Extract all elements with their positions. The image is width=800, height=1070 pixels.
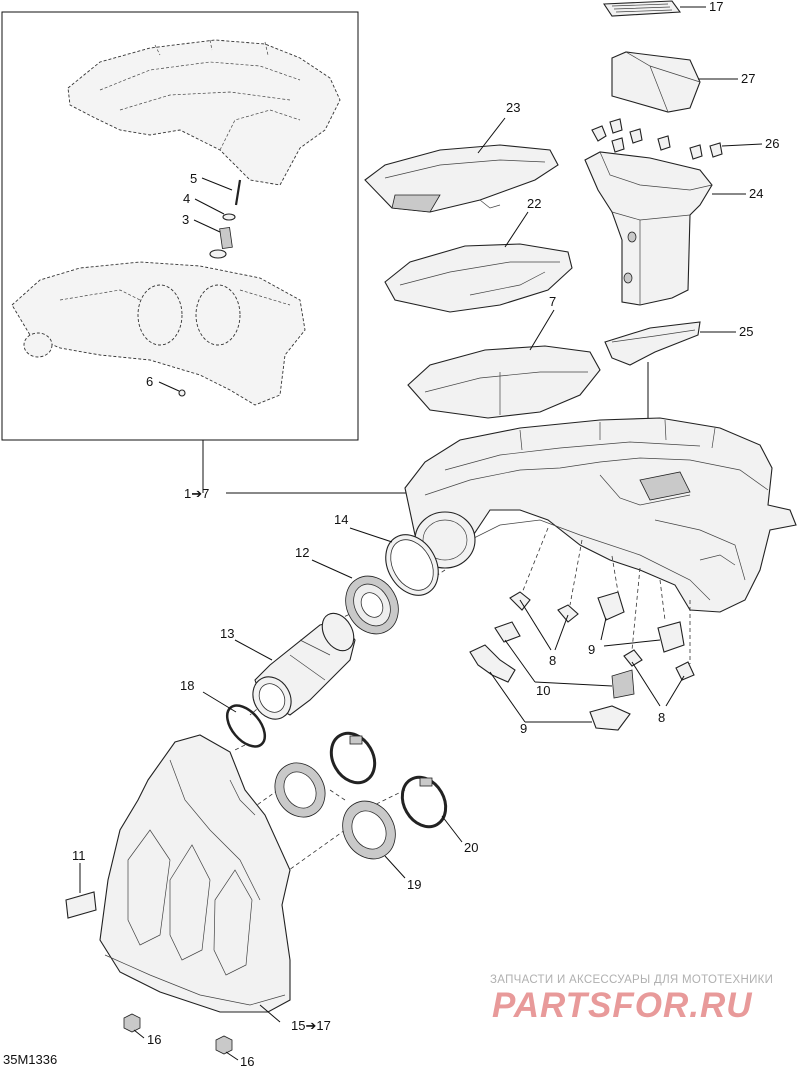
intake-duct-24 xyxy=(584,151,713,306)
clip-8-c xyxy=(623,649,643,667)
clamp-10-left xyxy=(494,621,521,643)
callout-23: 23 xyxy=(506,100,520,115)
callout-9-b: 9 xyxy=(520,721,527,736)
callout-18: 18 xyxy=(180,678,194,693)
filter-element-22 xyxy=(384,243,573,313)
detail-inset-frame xyxy=(1,11,359,441)
nut-16-b xyxy=(215,1035,233,1055)
callout-16-b: 16 xyxy=(240,1054,254,1069)
callout-20: 20 xyxy=(464,840,478,855)
spacer-3 xyxy=(219,226,233,250)
callout-16-a: 16 xyxy=(147,1032,161,1047)
guide-plate-25 xyxy=(604,321,701,366)
clip-8-a xyxy=(509,591,531,611)
throttle-adapter-12 xyxy=(345,575,399,635)
callout-1-7: 1➔7 xyxy=(184,486,209,501)
callout-9-a: 9 xyxy=(588,642,595,657)
nut-16-a xyxy=(123,1013,141,1033)
callout-12: 12 xyxy=(295,545,309,560)
retainer-clips xyxy=(469,591,695,731)
washer-4 xyxy=(222,213,236,221)
callout-17-top: 17 xyxy=(709,0,723,14)
filter-frame-23 xyxy=(364,144,559,213)
lower-airbox-housing xyxy=(99,734,291,1013)
clamp-ring-14 xyxy=(385,534,439,596)
callout-15-17: 15➔17 xyxy=(291,1018,331,1033)
hose-clamp-20 xyxy=(400,775,448,829)
callout-8-b: 8 xyxy=(658,710,665,725)
callout-7: 7 xyxy=(549,294,556,309)
callout-27: 27 xyxy=(741,71,755,86)
callout-22: 22 xyxy=(527,196,541,211)
intake-boot-13 xyxy=(252,612,356,720)
bolt-5 xyxy=(234,179,242,206)
retainer-9-a xyxy=(597,591,625,621)
coupler-19 xyxy=(342,800,396,860)
watermark-tagline: ЗАПЧАСТИ И АКСЕССУАРЫ ДЛЯ МОТОТЕХНИКИ xyxy=(490,974,774,986)
push-clips-26 xyxy=(591,118,723,160)
callout-5: 5 xyxy=(190,171,197,186)
callout-26: 26 xyxy=(765,136,779,151)
cover-cap-27 xyxy=(611,51,701,113)
callout-14: 14 xyxy=(334,512,348,527)
callout-6: 6 xyxy=(146,374,153,389)
bracket-9 xyxy=(589,705,631,731)
o-ring-18 xyxy=(225,704,267,748)
callout-19: 19 xyxy=(407,877,421,892)
watermark-logo: PARTSFOR.RU xyxy=(492,986,753,1025)
drawing-code: 35M1336 xyxy=(3,1052,58,1067)
inset-bolt-stack xyxy=(178,179,242,397)
inset-lower-housing xyxy=(11,261,306,406)
strap-9 xyxy=(469,644,516,683)
coupler-left xyxy=(274,762,326,818)
callout-25: 25 xyxy=(739,324,753,339)
bracket-10 xyxy=(611,669,635,699)
callout-8-a: 8 xyxy=(549,653,556,668)
callout-3: 3 xyxy=(182,212,189,227)
nut-6 xyxy=(178,389,186,397)
retainer-9-b xyxy=(657,621,685,653)
callout-4: 4 xyxy=(183,191,190,206)
label-decal-11 xyxy=(65,891,97,919)
airbox-cover-7 xyxy=(407,345,601,419)
clip-8-d xyxy=(675,661,695,681)
washer-3-base xyxy=(209,249,227,259)
callout-11: 11 xyxy=(72,848,86,863)
label-decal-17 xyxy=(603,0,682,17)
callout-13: 13 xyxy=(220,626,234,641)
hose-clamp-upper xyxy=(329,731,377,785)
airbox-main-body xyxy=(404,417,797,613)
clip-8-b xyxy=(557,604,579,623)
inset-upper-housing xyxy=(67,39,341,186)
callout-10: 10 xyxy=(536,683,550,698)
callout-24: 24 xyxy=(749,186,763,201)
